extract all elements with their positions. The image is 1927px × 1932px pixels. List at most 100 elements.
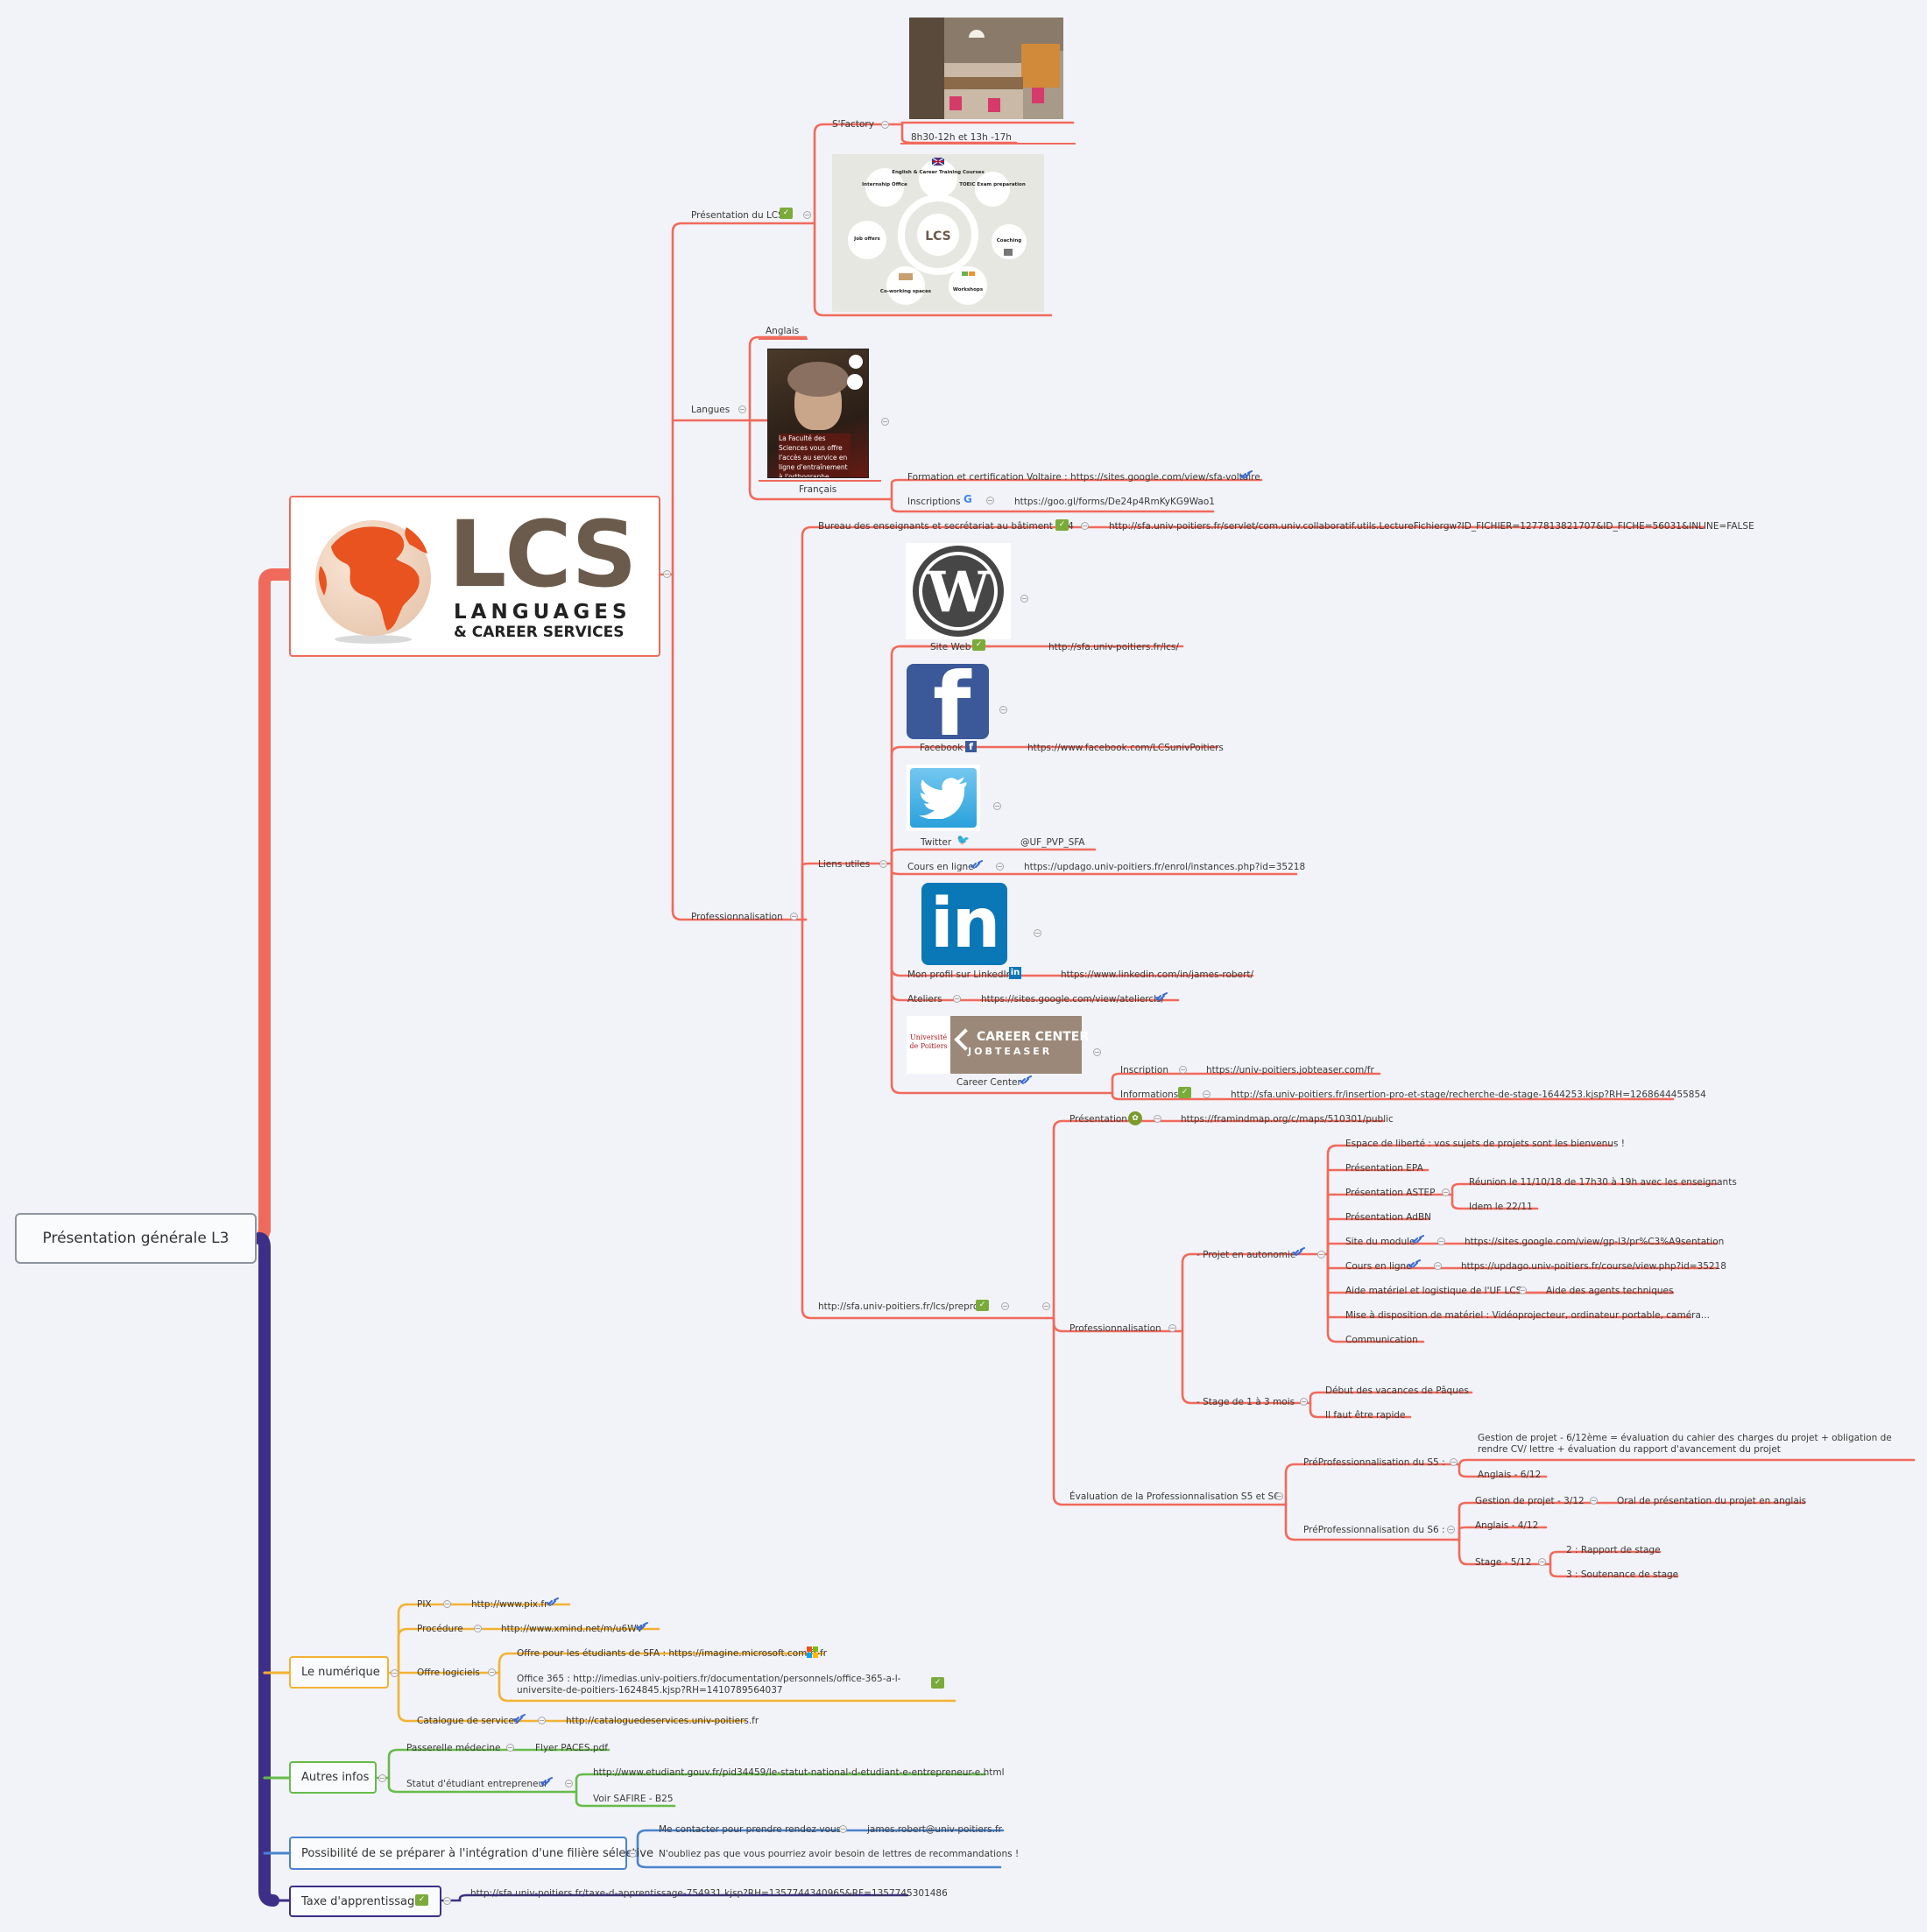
- cours2-label[interactable]: Cours en ligne: [1345, 1261, 1412, 1272]
- flyer-text[interactable]: Flyer PACES.pdf: [535, 1743, 608, 1753]
- collapse-toggle[interactable]: [1590, 1497, 1598, 1505]
- procedure-url[interactable]: http://www.xmind.net/m/u6WV: [501, 1624, 643, 1634]
- twitter-handle[interactable]: @UF_PVP_SFA: [1020, 837, 1085, 848]
- s6-gestion-text[interactable]: Gestion de projet - 3/12: [1475, 1496, 1585, 1506]
- collapse-toggle[interactable]: [1042, 1302, 1050, 1310]
- collapse-toggle[interactable]: [629, 1850, 637, 1858]
- lcs-logo-node[interactable]: LCS LANGUAGES & CAREER SERVICES: [289, 496, 660, 657]
- informations-label[interactable]: Informations: [1120, 1089, 1179, 1100]
- presentation2-url[interactable]: https://framindmap.org/c/maps/510301/pub…: [1181, 1114, 1394, 1125]
- collapse-toggle[interactable]: [953, 995, 961, 1003]
- s6-stage-text[interactable]: Stage - 5/12: [1475, 1557, 1532, 1568]
- cours-url[interactable]: https://updago.univ-poitiers.fr/enrol/in…: [1024, 862, 1306, 872]
- collapse-toggle[interactable]: [506, 1744, 514, 1752]
- informations-url[interactable]: http://sfa.univ-poitiers.fr/insertion-pr…: [1231, 1089, 1706, 1100]
- linkedin-url[interactable]: https://www.linkedin.com/in/james-robert…: [1061, 970, 1253, 980]
- collapse-toggle[interactable]: [738, 405, 746, 413]
- inscriptions-label[interactable]: Inscriptions: [907, 497, 961, 507]
- pix-url[interactable]: http://www.pix.fr: [471, 1599, 548, 1610]
- site-web-label[interactable]: Site Web: [930, 642, 971, 652]
- note-icon[interactable]: ✓: [415, 1894, 428, 1906]
- link-icon[interactable]: [513, 1714, 527, 1723]
- filiere-node[interactable]: Possibilité de se préparer à l'intégrati…: [289, 1837, 653, 1870]
- cours2-url[interactable]: https://updago.univ-poitiers.fr/course/v…: [1461, 1261, 1726, 1272]
- liens-label[interactable]: Liens utiles: [818, 859, 871, 870]
- collapse-toggle[interactable]: [1434, 1262, 1442, 1270]
- collapse-toggle[interactable]: [999, 706, 1007, 714]
- procedure-label[interactable]: Procédure: [417, 1624, 463, 1634]
- autres-node[interactable]: Autres infos: [289, 1761, 377, 1794]
- collapse-toggle[interactable]: [1519, 1287, 1527, 1294]
- pro2-label[interactable]: Professionnalisation: [1069, 1323, 1161, 1334]
- statut-label[interactable]: Statut d'étudiant entrepreneur: [406, 1779, 548, 1789]
- note-icon[interactable]: ✓: [976, 1300, 989, 1311]
- collapse-toggle[interactable]: [1538, 1558, 1546, 1566]
- site-web-url[interactable]: http://sfa.univ-poitiers.fr/lcs/: [1048, 642, 1179, 652]
- anglais-label[interactable]: Anglais: [766, 326, 800, 336]
- collapse-toggle[interactable]: [565, 1780, 573, 1787]
- link-icon[interactable]: [1155, 992, 1169, 1001]
- collapse-toggle[interactable]: [1275, 1492, 1283, 1500]
- collapse-toggle[interactable]: [1154, 1115, 1161, 1123]
- collapse-toggle[interactable]: [790, 913, 798, 920]
- prepro-url[interactable]: http://sfa.univ-poitiers.fr/lcs/prepro/: [818, 1301, 982, 1312]
- collapse-toggle[interactable]: [488, 1668, 496, 1676]
- twitter-label[interactable]: Twitter: [921, 837, 952, 848]
- offre-label[interactable]: Offre logiciels: [417, 1668, 480, 1678]
- collapse-toggle[interactable]: [1001, 1302, 1009, 1310]
- catalogue-url[interactable]: http://cataloguedeservices.univ-poitiers…: [566, 1716, 759, 1726]
- ateliers-url[interactable]: https://sites.google.com/view/ateliercls…: [981, 994, 1165, 1005]
- collapse-toggle[interactable]: [1442, 1188, 1450, 1196]
- collapse-toggle[interactable]: [1300, 1398, 1308, 1406]
- collapse-toggle[interactable]: [391, 1669, 399, 1677]
- link-icon[interactable]: [540, 1777, 554, 1786]
- aide-text[interactable]: Aide matériel et logistique de l'UF LCS: [1345, 1286, 1522, 1296]
- inscription-url[interactable]: https://univ-poitiers.jobteaser.com/fr: [1206, 1065, 1374, 1075]
- collapse-toggle[interactable]: [474, 1625, 482, 1632]
- cours-label[interactable]: Cours en ligne: [907, 862, 974, 872]
- facebook-label[interactable]: Facebook: [920, 743, 964, 753]
- inscription-label[interactable]: Inscription: [1120, 1065, 1169, 1075]
- career-label[interactable]: Career Center: [956, 1077, 1021, 1088]
- link-icon[interactable]: [636, 1622, 650, 1631]
- astep-text[interactable]: Présentation ASTEP: [1345, 1188, 1436, 1198]
- s6-label[interactable]: PréProfessionnalisation du S6 :: [1303, 1525, 1445, 1535]
- numerique-node[interactable]: Le numérique: [289, 1656, 389, 1689]
- microsoft-icon[interactable]: [807, 1646, 819, 1659]
- linkedin-icon[interactable]: in: [1009, 967, 1021, 979]
- collapse-toggle[interactable]: [996, 863, 1004, 871]
- francais-label[interactable]: Français: [799, 484, 837, 495]
- voltaire-text[interactable]: Formation et certification Voltaire : ht…: [907, 472, 1260, 483]
- pro-label[interactable]: Professionnalisation: [691, 912, 783, 922]
- statut-url[interactable]: http://www.etudiant.gouv.fr/pid34459/le-…: [593, 1767, 1005, 1778]
- projet-label[interactable]: - Projet en autonomie: [1196, 1250, 1296, 1260]
- collapse-toggle[interactable]: [993, 802, 1001, 810]
- catalogue-label[interactable]: Catalogue de services: [417, 1716, 519, 1726]
- collapse-toggle[interactable]: [881, 418, 889, 426]
- link-icon[interactable]: [971, 860, 985, 869]
- link-icon[interactable]: [1412, 1235, 1426, 1244]
- collapse-toggle[interactable]: [1020, 595, 1028, 603]
- presentation-label[interactable]: Présentation du LCS: [691, 210, 784, 221]
- offre2-text[interactable]: Office 365 : http://imedias.univ-poitier…: [517, 1674, 901, 1696]
- collapse-toggle[interactable]: [378, 1774, 386, 1782]
- collapse-toggle[interactable]: [1203, 1090, 1211, 1098]
- twitter-icon[interactable]: 🐦: [956, 834, 970, 846]
- pix-label[interactable]: PIX: [417, 1599, 432, 1610]
- collapse-toggle[interactable]: [803, 211, 811, 219]
- site-module-label[interactable]: Site du module: [1345, 1237, 1415, 1247]
- collapse-toggle[interactable]: [443, 1600, 451, 1608]
- freemind-icon[interactable]: ✿: [1128, 1111, 1142, 1125]
- note-icon[interactable]: ✓: [780, 208, 793, 219]
- collapse-toggle[interactable]: [1081, 522, 1089, 530]
- note-icon[interactable]: ✓: [972, 639, 985, 651]
- collapse-toggle[interactable]: [879, 860, 887, 868]
- google-icon[interactable]: G: [964, 493, 972, 505]
- collapse-toggle[interactable]: [1317, 1251, 1325, 1259]
- link-icon[interactable]: [1020, 1075, 1034, 1084]
- s5-label[interactable]: PréProfessionnalisation du S5 :: [1303, 1457, 1445, 1468]
- passerelle-label[interactable]: Passerelle médecine: [406, 1743, 501, 1753]
- link-icon[interactable]: [547, 1597, 561, 1606]
- collapse-toggle[interactable]: [443, 1897, 451, 1905]
- collapse-toggle[interactable]: [1437, 1237, 1445, 1245]
